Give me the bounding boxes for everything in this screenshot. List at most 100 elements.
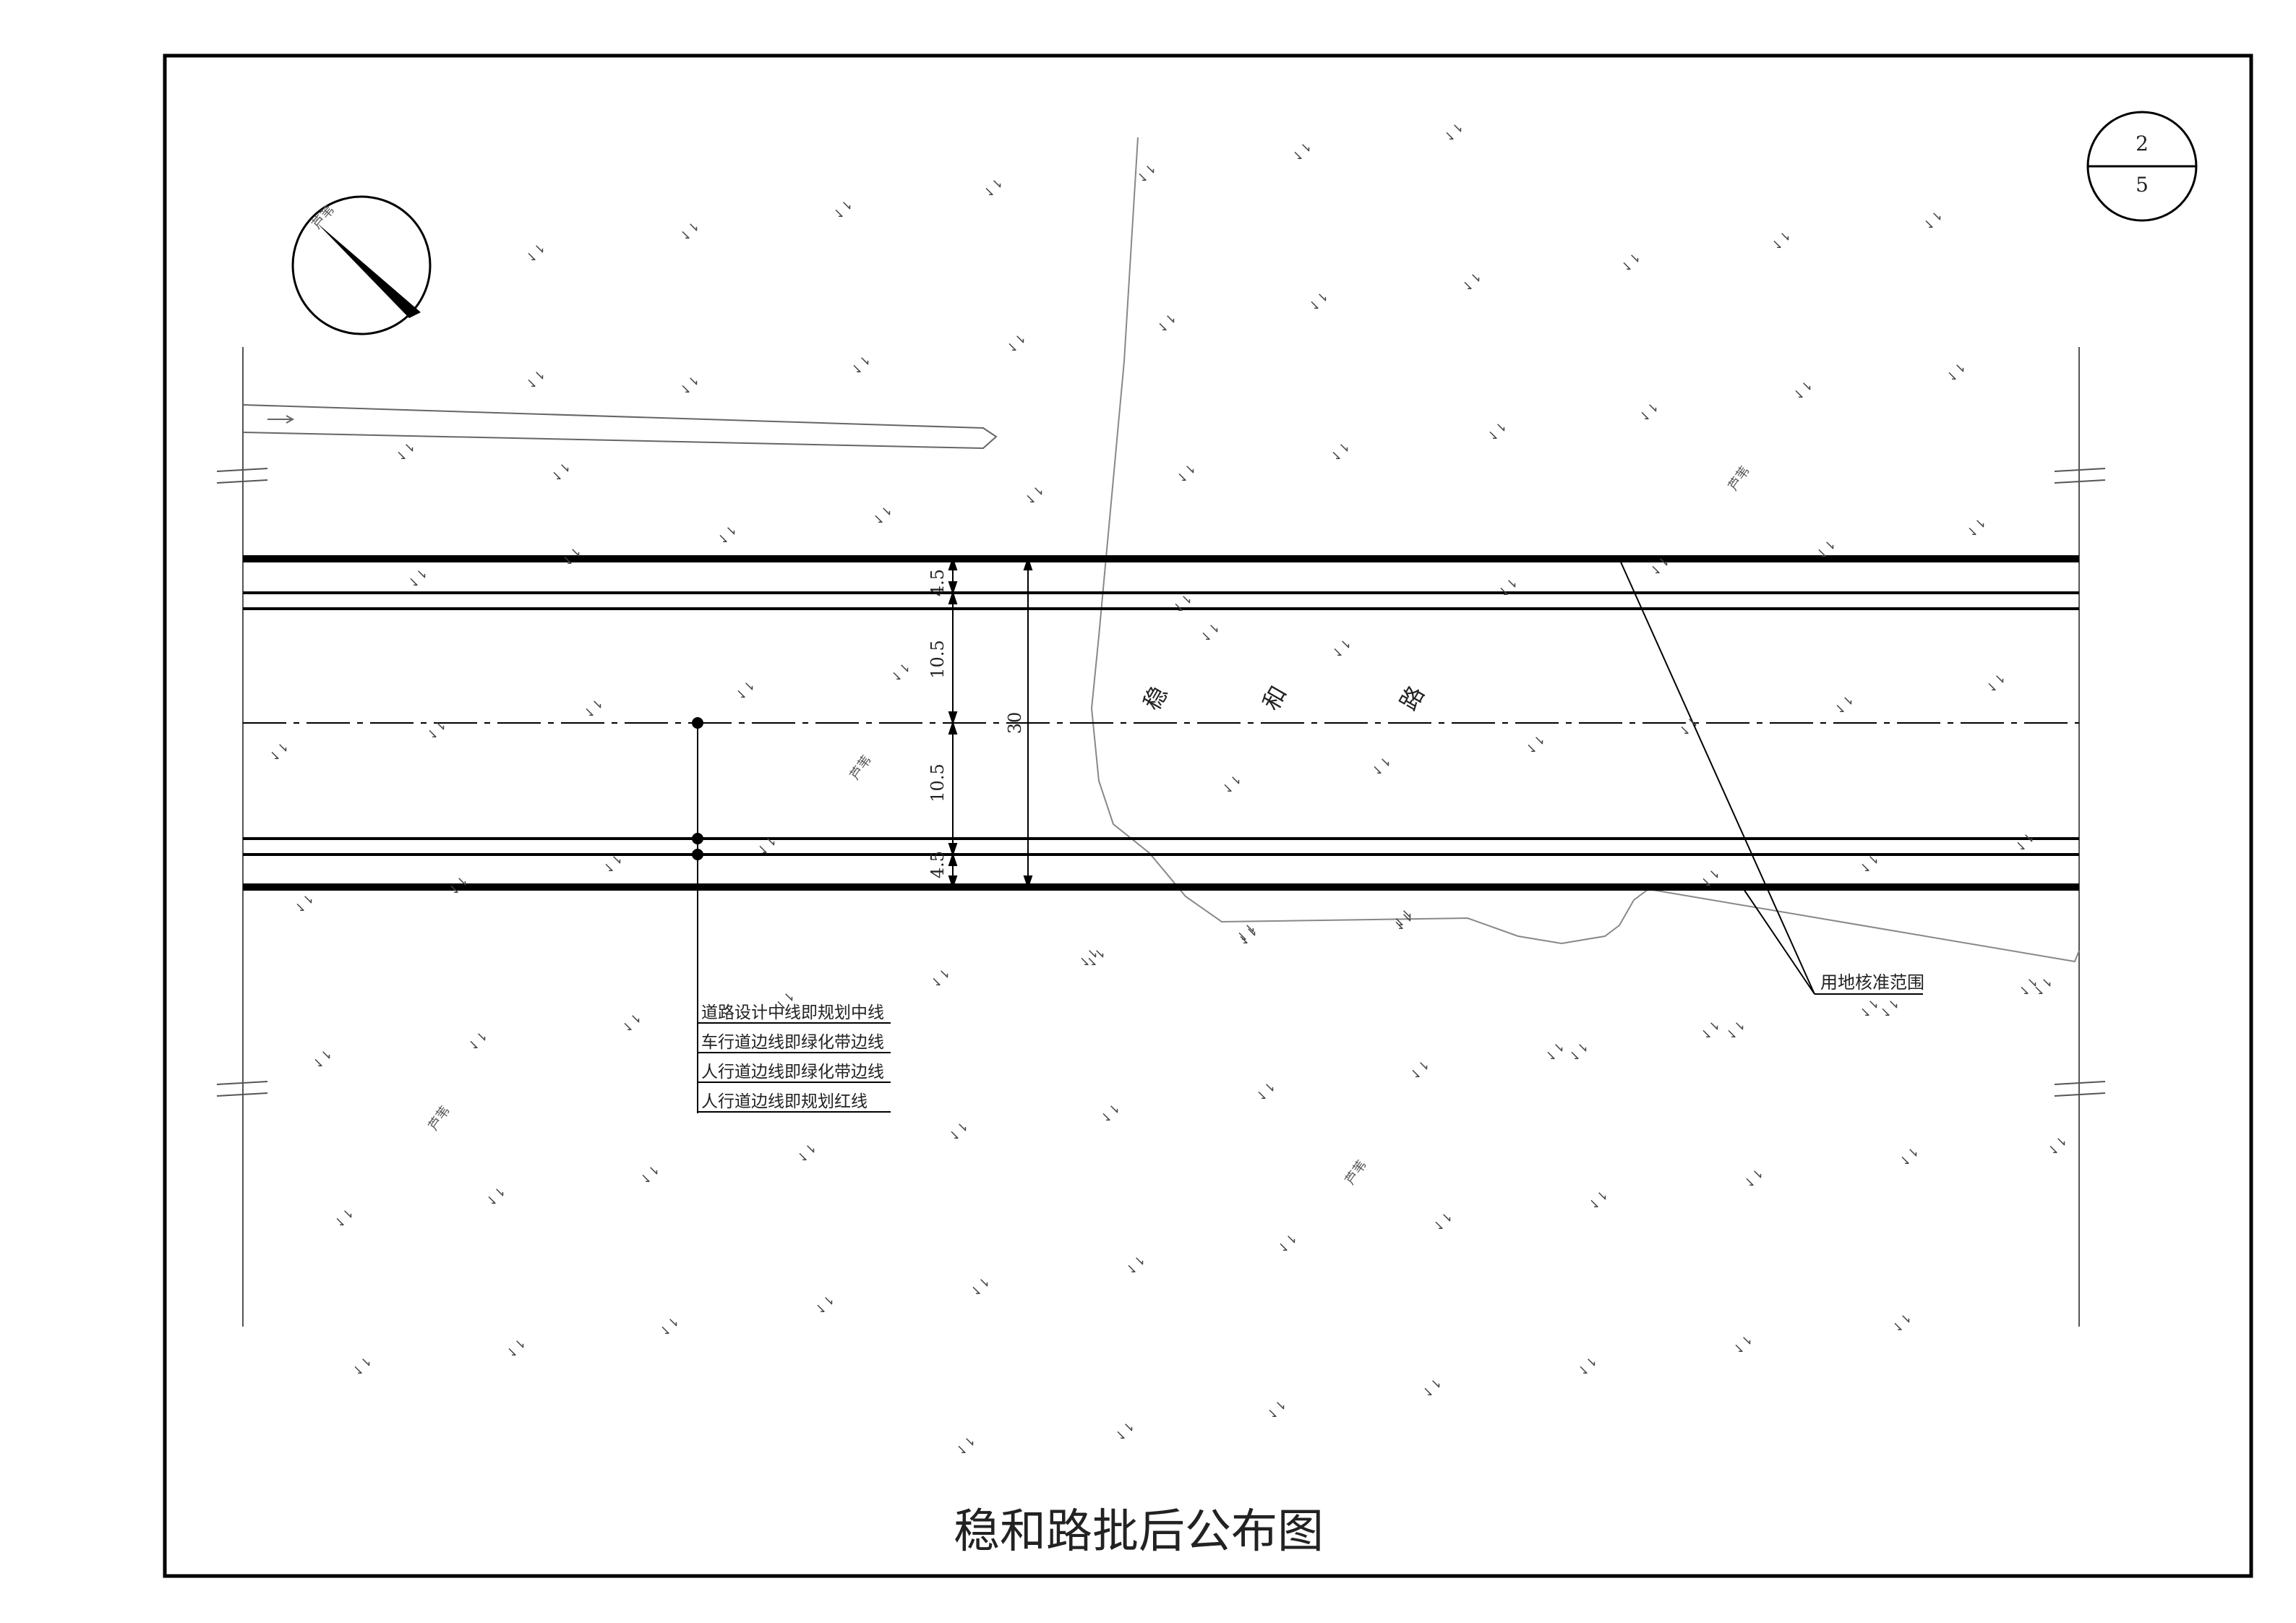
limit-lines (216, 347, 2106, 1327)
marsh-symbol-icon: ⇃⇂ (581, 695, 607, 721)
road-name-char-1: 稳 (1138, 681, 1173, 715)
marsh-symbol-icon: ⇃⇂ (523, 367, 549, 393)
marsh-symbol-icon: ⇃⇂ (267, 739, 293, 765)
marsh-symbol-icon: ⇃⇂ (1742, 1165, 1768, 1191)
marsh-symbol-icon: ⇃⇂ (1004, 330, 1030, 356)
sheet-total: 5 (2136, 173, 2149, 197)
north-arrow-icon: 芦苇 (291, 195, 432, 335)
marsh-symbol-icon: ⇃⇂ (2013, 829, 2039, 855)
drawing-title: 稳和路批后公布图 (954, 1505, 1324, 1559)
legend-item-sidewalk-edge: 人行道边线即绿化带边线 (701, 1063, 884, 1082)
marsh-symbol-icon: ⇃⇂ (1460, 269, 1486, 295)
marsh-symbol-icon: ⇃⇂ (1264, 1397, 1290, 1423)
reed-label-1: 芦苇 (1726, 463, 1753, 494)
road-name-char-3: 路 (1395, 681, 1430, 715)
legend-leader (692, 717, 891, 1113)
marsh-symbol-icon: ⇃⇂ (332, 1205, 358, 1231)
marsh-symbol-icon: ⇃⇂ (1877, 995, 1903, 1022)
marsh-symbol-icon: ⇃⇂ (1155, 310, 1181, 336)
marsh-symbol-icon: ⇃⇂ (1832, 692, 1858, 718)
marsh-symbol-icon: ⇃⇂ (1113, 1418, 1139, 1444)
marsh-symbol-icon: ⇃⇂ (1369, 753, 1395, 779)
marsh-symbol-icon: ⇃⇂ (1496, 575, 1522, 601)
vegetation-labels: 芦苇 芦苇 芦苇 芦苇 (426, 463, 1753, 1188)
reed-label-4: 芦苇 (1342, 1157, 1370, 1188)
legend-item-centerline: 道路设计中线即规划中线 (701, 1003, 884, 1022)
marsh-symbol-icon: ⇃⇂ (446, 873, 472, 899)
terrain-boundary (1090, 137, 2080, 963)
marsh-symbol-icon: ⇃⇂ (1731, 1332, 1757, 1358)
marsh-symbol-icon: ⇃⇂ (1586, 1187, 1612, 1213)
marsh-symbol-icon: ⇃⇂ (1619, 249, 1645, 275)
marsh-symbol-icon: ⇃⇂ (523, 240, 549, 266)
marsh-symbol-icon: ⇃⇂ (981, 175, 1007, 201)
land-use-label: 用地核准范围 (1820, 972, 1924, 993)
road-name: 稳 和 路 (1138, 681, 1430, 715)
marsh-symbol-icon: ⇃⇂ (1567, 1039, 1593, 1065)
marsh-symbol-icon: ⇃⇂ (794, 1140, 821, 1166)
ditch (242, 404, 998, 450)
marsh-symbol-icon: ⇃⇂ (504, 1335, 530, 1361)
marsh-symbol-icon: ⇃⇂ (946, 1118, 972, 1144)
marsh-symbol-icon: ⇃⇂ (1174, 461, 1200, 487)
marsh-symbol-icon: ⇃⇂ (1921, 207, 1947, 234)
dim-label-1: 4.5 (928, 569, 948, 596)
marsh-symbol-icon: ⇃⇂ (715, 522, 741, 548)
marsh-symbol-icon: ⇃⇂ (1329, 635, 1355, 661)
marsh-symbol-icon: ⇃⇂ (1290, 139, 1316, 165)
marsh-symbol-icon: ⇃⇂ (1442, 119, 1468, 145)
sheet-number-badge: 2 5 (2086, 111, 2198, 222)
marsh-symbol-icon: ⇃⇂ (1964, 515, 1990, 541)
marsh-symbol-icon: ⇃⇂ (1022, 482, 1048, 508)
legend-item-red-line: 人行道边线即规划红线 (701, 1092, 868, 1111)
marsh-symbol-icon: ⇃⇂ (1275, 1230, 1301, 1256)
land-use-leader (1619, 558, 1923, 995)
marsh-symbol-icon: ⇃⇂ (849, 352, 875, 378)
marsh-symbol-icon: ⇃⇂ (1791, 377, 1817, 403)
marsh-symbol-icon: ⇃⇂ (968, 1274, 994, 1300)
marsh-symbol-icon: ⇃⇂ (954, 1433, 980, 1459)
marsh-symbol-icon: ⇃⇂ (677, 372, 703, 398)
reed-label-3: 芦苇 (426, 1103, 453, 1134)
marsh-symbol-icon: ⇃⇂ (1723, 1017, 1749, 1043)
road-name-char-2: 和 (1257, 681, 1293, 715)
marsh-symbol-icon: ⇃⇂ (393, 439, 419, 465)
marsh-symbol-icon: ⇃⇂ (1123, 1252, 1149, 1278)
marsh-symbol-icon: ⇃⇂ (1198, 620, 1224, 646)
marsh-symbol-icon: ⇃⇂ (620, 1010, 646, 1036)
dimension-chain (944, 556, 1037, 890)
reed-label-2: 芦苇 (847, 753, 875, 783)
marsh-symbol-icon: ⇃⇂ (1984, 670, 2010, 696)
marsh-symbol-icon: ⇃⇂ (484, 1183, 510, 1209)
marsh-symbol-icon: ⇃⇂ (424, 717, 450, 743)
marsh-symbol-icon: ⇃⇂ (1543, 1039, 1569, 1065)
marsh-symbol-icon: ⇃⇂ (1328, 439, 1354, 465)
marsh-symbol-icon: ⇃⇂ (1306, 288, 1332, 314)
marsh-symbol-icon: ⇃⇂ (1431, 1209, 1457, 1235)
marsh-symbol-icon: ⇃⇂ (928, 965, 954, 991)
marsh-symbol-icon: ⇃⇂ (1698, 1017, 1724, 1043)
marsh-symbol-icon: ⇃⇂ (733, 677, 759, 703)
marsh-symbol-icon: ⇃⇂ (677, 218, 703, 244)
marsh-symbol-icon: ⇃⇂ (1220, 771, 1246, 797)
marsh-symbol-icon: ⇃⇂ (1637, 399, 1663, 425)
marsh-symbol-icon: ⇃⇂ (2045, 1133, 2071, 1159)
marsh-symbol-icon: ⇃⇂ (549, 459, 575, 485)
marsh-symbol-icon: ⇃⇂ (813, 1292, 839, 1318)
marsh-symbol-icon: ⇃⇂ (560, 544, 586, 570)
north-arrow-label: 芦苇 (309, 202, 338, 232)
dim-label-total: 30 (1005, 712, 1025, 735)
dimension-labels: 4.5 10.5 10.5 4.5 30 (928, 569, 1025, 878)
marsh-symbol-icon: ⇃⇂ (406, 565, 432, 591)
marsh-symbol-icon: ⇃⇂ (1170, 591, 1196, 617)
marsh-symbols: ⇃⇂ ⇃⇂ ⇃⇂ ⇃⇂ ⇃⇂ ⇃⇂ ⇃⇂ ⇃⇂ ⇃⇂ ⇃⇂ ⇃⇂ ⇃⇂ ⇃⇂ ⇃⇂ ⇃⇂ ⇃⇂ ⇃⇂ ⇃⇂ ⇃⇂ ⇃⇂… (267, 119, 2071, 1459)
marsh-symbol-icon: ⇃⇂ (1485, 419, 1511, 445)
dim-label-3: 10.5 (928, 763, 948, 802)
marsh-symbol-icon: ⇃⇂ (1769, 228, 1795, 254)
marsh-symbol-icon: ⇃⇂ (1890, 1310, 1916, 1336)
marsh-symbol-icon: ⇃⇂ (1897, 1144, 1923, 1170)
dim-label-2: 10.5 (928, 640, 948, 678)
marsh-symbol-icon: ⇃⇂ (638, 1162, 664, 1188)
legend-item-carriageway: 车行道边线即绿化带边线 (701, 1033, 884, 1052)
